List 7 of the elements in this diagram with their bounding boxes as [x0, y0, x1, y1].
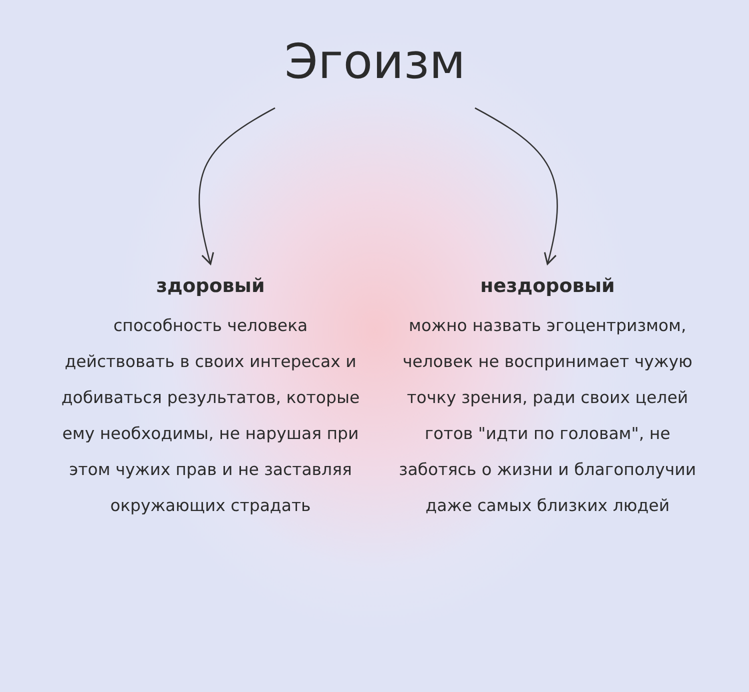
- title: Эгоизм: [284, 34, 466, 90]
- heading: здоровый: [156, 274, 265, 299]
- heading: нездоровый: [480, 274, 615, 299]
- description: способность человека действовать в своих интересах и добиваться результатов, которые ему необходимы, не нарушая при этом чужих прав и не заставляя окружающих страдать: [60, 315, 361, 517]
- curved-arrow: [198, 107, 276, 265]
- curved-arrow: [474, 107, 558, 265]
- description: можно назвать эгоцентризмом, человек не воспринимает чужую точку зрения, ради своих целей готов "идти по головам", не заботясь о жизни и благополучии даже самых близких людей: [398, 315, 698, 517]
